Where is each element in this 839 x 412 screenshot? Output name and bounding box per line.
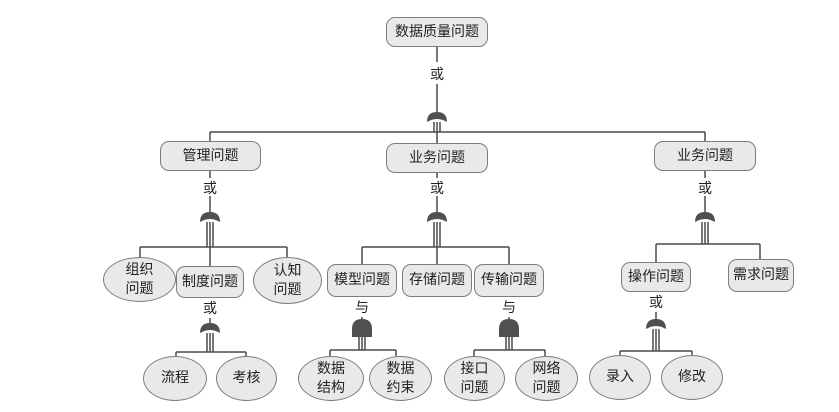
or-gate-icon bbox=[200, 212, 220, 222]
leaf-assessment: 考核 bbox=[216, 356, 277, 401]
leaf-data-structure: 数据 结构 bbox=[298, 356, 364, 401]
gate-label-management: 或 bbox=[203, 181, 217, 197]
or-gate-icon bbox=[427, 112, 447, 122]
or-gate-icon bbox=[427, 212, 447, 222]
leaf-modify: 修改 bbox=[661, 355, 723, 400]
leaf-process: 流程 bbox=[143, 356, 207, 401]
node-business-right: 业务问题 bbox=[654, 141, 756, 171]
gate-label-right: 或 bbox=[698, 181, 712, 197]
node-business-middle: 业务问题 bbox=[386, 143, 488, 173]
gate-label-policy: 或 bbox=[203, 301, 217, 317]
node-model: 模型问题 bbox=[327, 264, 397, 297]
and-gate-icon bbox=[499, 319, 519, 337]
or-gate-icon bbox=[695, 212, 715, 222]
gate-label-operation: 或 bbox=[649, 295, 663, 311]
node-storage: 存储问题 bbox=[402, 264, 472, 297]
leaf-input: 录入 bbox=[589, 355, 651, 400]
gate-label-root: 或 bbox=[430, 67, 444, 83]
gate-label-model: 与 bbox=[355, 300, 369, 316]
node-management: 管理问题 bbox=[160, 141, 261, 171]
node-operation: 操作问题 bbox=[621, 262, 691, 292]
or-gate-icon bbox=[200, 323, 220, 333]
node-policy: 制度问题 bbox=[176, 266, 244, 298]
node-requirement: 需求问题 bbox=[728, 259, 794, 292]
node-organization: 组织 问题 bbox=[103, 257, 176, 302]
gate-label-transfer: 与 bbox=[502, 300, 516, 316]
leaf-network: 网络 问题 bbox=[515, 356, 578, 401]
node-root: 数据质量问题 bbox=[386, 17, 488, 47]
gate-label-middle: 或 bbox=[430, 181, 444, 197]
node-cognition: 认知 问题 bbox=[253, 257, 322, 304]
or-gate-icon bbox=[646, 319, 666, 329]
and-gate-icon bbox=[352, 319, 372, 337]
node-transfer: 传输问题 bbox=[474, 264, 544, 297]
leaf-interface: 接口 问题 bbox=[444, 356, 505, 401]
leaf-data-constraint: 数据 约束 bbox=[369, 356, 432, 401]
